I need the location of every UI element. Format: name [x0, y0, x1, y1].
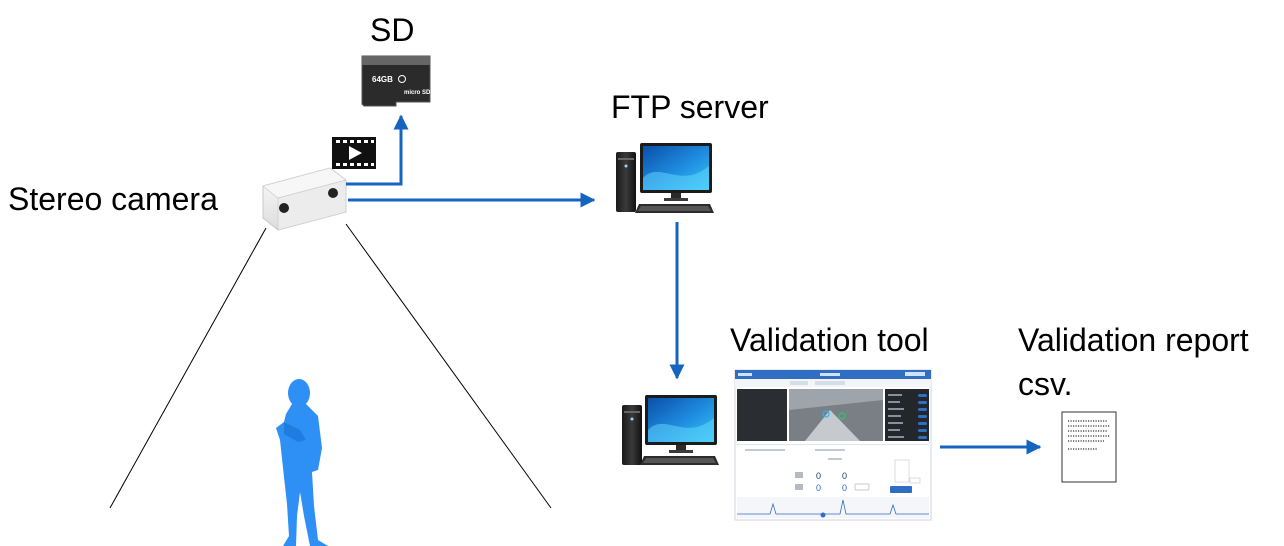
- validation-tool-app-thumbnail: 0 0 0 0: [734, 369, 932, 521]
- sd-label: SD: [370, 12, 415, 48]
- app-left-panel: [737, 389, 787, 441]
- arrow-camera-to-sd: [346, 114, 409, 186]
- svg-text:0: 0: [842, 471, 847, 481]
- camera-lens-right: [328, 188, 338, 198]
- server-tower: [616, 152, 636, 212]
- csv-label: csv.: [1018, 366, 1073, 402]
- sd-brand-mark: micro SD: [404, 90, 431, 96]
- camera-lens-left: [279, 203, 289, 213]
- validation-report-label: Validation report: [1018, 322, 1249, 358]
- stereo-camera-icon: [262, 167, 347, 231]
- person-icon: [276, 379, 328, 546]
- tool-tower: [622, 405, 642, 465]
- ftp-server-label: FTP server: [611, 89, 769, 125]
- report-document-icon: [1061, 411, 1117, 483]
- stereo-camera-label: Stereo camera: [8, 181, 218, 217]
- sd-card-icon: 64GB micro SD: [361, 55, 431, 107]
- svg-text:0: 0: [842, 483, 847, 493]
- app-run-button: [890, 486, 912, 493]
- camera-field-of-view: [109, 223, 552, 509]
- ftp-server-computer-icon: [616, 143, 714, 213]
- flow-arrows: [346, 114, 1042, 455]
- fov-left-line: [109, 227, 267, 509]
- validation-tool-label: Validation tool: [730, 322, 929, 358]
- sd-capacity: 64GB: [372, 75, 393, 84]
- svg-text:0: 0: [816, 471, 821, 481]
- fov-right-line: [345, 223, 552, 509]
- validation-tool-computer-icon: [622, 395, 719, 465]
- video-file-icon: [332, 137, 376, 169]
- svg-text:0: 0: [816, 483, 821, 493]
